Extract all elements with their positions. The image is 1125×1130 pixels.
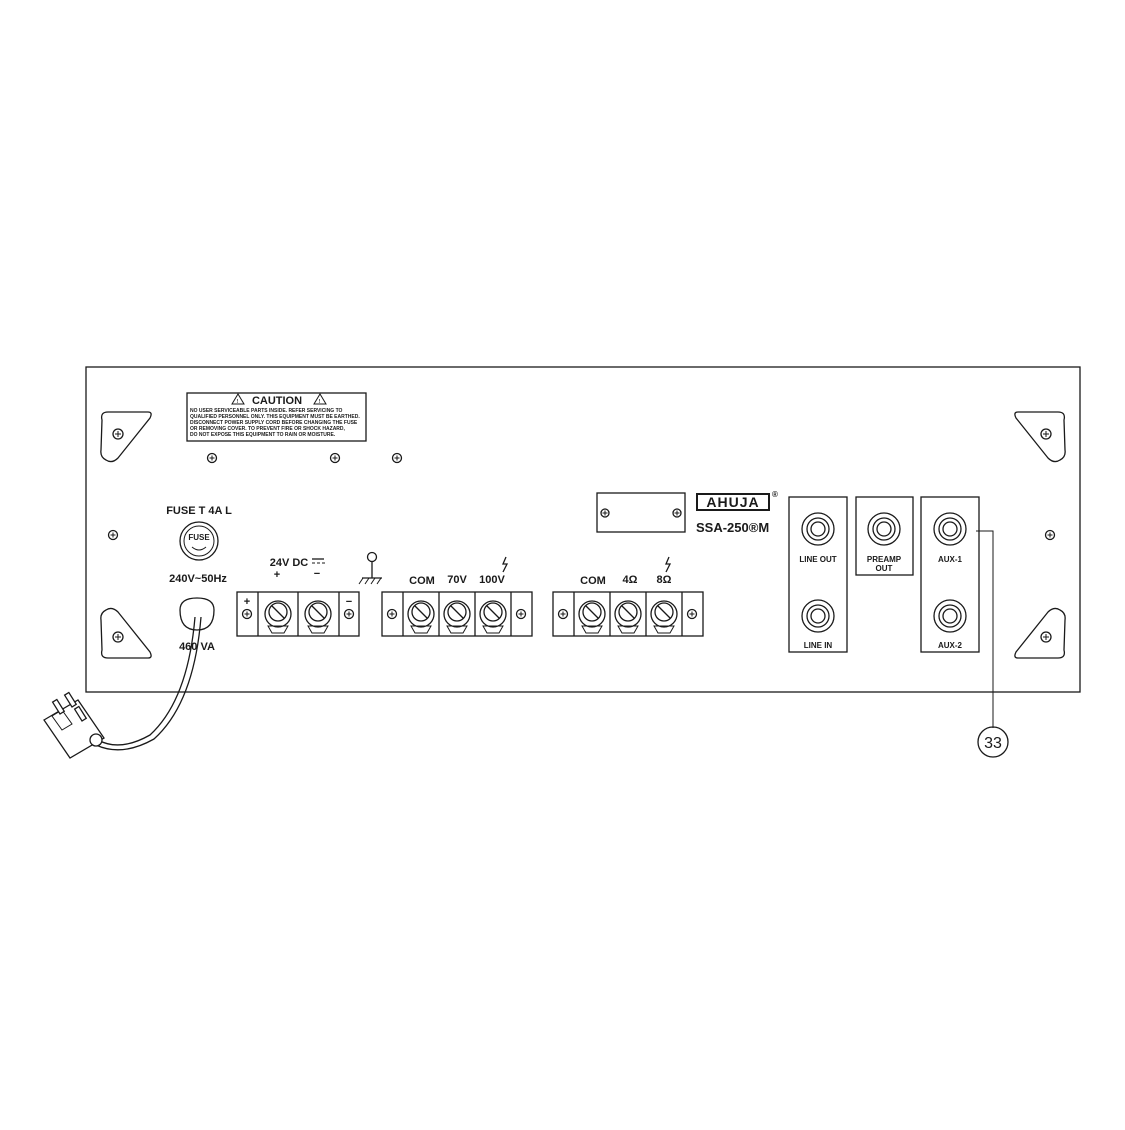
screw-icon — [672, 508, 682, 518]
preamp-out-panel: PREAMP OUT — [855, 496, 914, 576]
spk-8ohm-label: 8Ω — [657, 574, 672, 586]
dc-minus-mark: − — [346, 596, 352, 608]
power-cord-grommet — [179, 597, 215, 631]
screw-icon — [1040, 428, 1052, 440]
line-out-label: LINE OUT — [799, 555, 836, 564]
blank-plate — [596, 492, 686, 533]
voltage-label: 240V~50Hz — [169, 573, 227, 585]
aux-panel: AUX-1 AUX-2 — [920, 496, 980, 653]
spk-com-label: COM — [580, 575, 606, 587]
rear-panel — [85, 366, 1081, 693]
power-cord — [95, 616, 202, 751]
warning-triangle-icon: ! — [313, 393, 327, 405]
screw-icon — [329, 452, 341, 464]
corner-handle-bottom-left — [100, 607, 152, 659]
power-plug — [43, 691, 105, 759]
terminal-screw-line-com[interactable] — [407, 600, 435, 634]
dc-minus-label: − — [314, 568, 320, 580]
dc-symbol-icon — [312, 558, 325, 564]
line-out-jack[interactable] — [801, 512, 835, 546]
screw-icon — [1040, 631, 1052, 643]
caution-line-1: NO USER SERVICEABLE PARTS INSIDE. REFER … — [190, 408, 343, 414]
screw-icon — [107, 529, 119, 541]
corner-handle-top-left — [100, 411, 152, 463]
corner-handle-top-right — [1014, 411, 1066, 463]
caution-line-5: DO NOT EXPOSE THIS EQUIPMENT TO RAIN OR … — [190, 432, 336, 438]
preamp-out-jack[interactable] — [867, 512, 901, 546]
terminal-screw-8ohm[interactable] — [650, 600, 678, 634]
terminal-screw-4ohm[interactable] — [614, 600, 642, 634]
screw-icon — [112, 631, 124, 643]
line-com-label: COM — [409, 575, 435, 587]
caution-title: CAUTION — [252, 395, 302, 407]
screw-icon — [686, 608, 698, 620]
caution-line-2: QUALIFIED PERSONNEL ONLY. THIS EQUIPMENT… — [190, 414, 360, 420]
screw-icon — [557, 608, 569, 620]
warning-triangle-icon: ! — [231, 393, 245, 405]
callout-number: 33 — [984, 735, 1002, 752]
fuse-cap-label: FUSE — [188, 533, 210, 542]
terminal-screw-70v[interactable] — [443, 600, 471, 634]
svg-text:!: ! — [237, 399, 239, 405]
ground-icon — [358, 551, 382, 585]
line-in-jack[interactable] — [801, 599, 835, 633]
fuse-holder[interactable]: FUSE — [179, 521, 219, 561]
lightning-icon — [665, 556, 672, 573]
spk-4ohm-label: 4Ω — [623, 574, 638, 586]
caution-label: ! CAUTION ! NO USER SERVICEABLE PARTS IN… — [186, 392, 367, 442]
dc-terminal-block[interactable]: + − — [236, 591, 360, 637]
fuse-label: FUSE T 4A L — [166, 505, 232, 517]
svg-text:!: ! — [319, 399, 321, 405]
dc-input-label: 24V DC — [270, 557, 309, 569]
screw-icon — [241, 608, 253, 620]
dc-plus-mark: + — [244, 596, 250, 608]
screw-icon — [1044, 529, 1056, 541]
screw-icon — [391, 452, 403, 464]
caution-line-4: OR REMOVING COVER. TO PREVENT FIRE OR SH… — [190, 426, 346, 432]
terminal-screw-spk-com[interactable] — [578, 600, 606, 634]
line-100v-label: 100V — [479, 574, 505, 586]
model-name: SSA-250®M — [696, 520, 769, 535]
aux-2-label: AUX-2 — [938, 641, 963, 650]
screw-icon — [343, 608, 355, 620]
dc-plus-label: + — [274, 569, 280, 581]
screw-icon — [206, 452, 218, 464]
preamp-label-line2: OUT — [876, 564, 893, 573]
screw-icon — [600, 508, 610, 518]
aux-1-jack[interactable] — [933, 512, 967, 546]
corner-handle-bottom-right — [1014, 607, 1066, 659]
callout-33: 33 — [976, 530, 1009, 758]
preamp-label-line1: PREAMP — [867, 555, 902, 564]
speaker-output-terminal-block[interactable] — [552, 591, 704, 637]
screw-icon — [386, 608, 398, 620]
brand-logo-text: AHUJA — [706, 494, 759, 510]
line-in-label: LINE IN — [804, 641, 833, 650]
brand-logo: AHUJA ® — [696, 490, 778, 511]
line-output-terminal-block[interactable] — [381, 591, 533, 637]
brand-registered: ® — [772, 490, 778, 499]
line-io-panel: LINE OUT LINE IN — [788, 496, 848, 653]
aux-1-label: AUX-1 — [938, 555, 963, 564]
aux-2-jack[interactable] — [933, 599, 967, 633]
screw-icon — [112, 428, 124, 440]
line-70v-label: 70V — [447, 574, 467, 586]
terminal-screw-minus[interactable] — [304, 600, 332, 634]
lightning-icon — [502, 556, 509, 573]
screw-icon — [515, 608, 527, 620]
terminal-screw-100v[interactable] — [479, 600, 507, 634]
terminal-screw-plus[interactable] — [264, 600, 292, 634]
caution-line-3: DISCONNECT POWER SUPPLY CORD BEFORE CHAN… — [190, 420, 358, 426]
